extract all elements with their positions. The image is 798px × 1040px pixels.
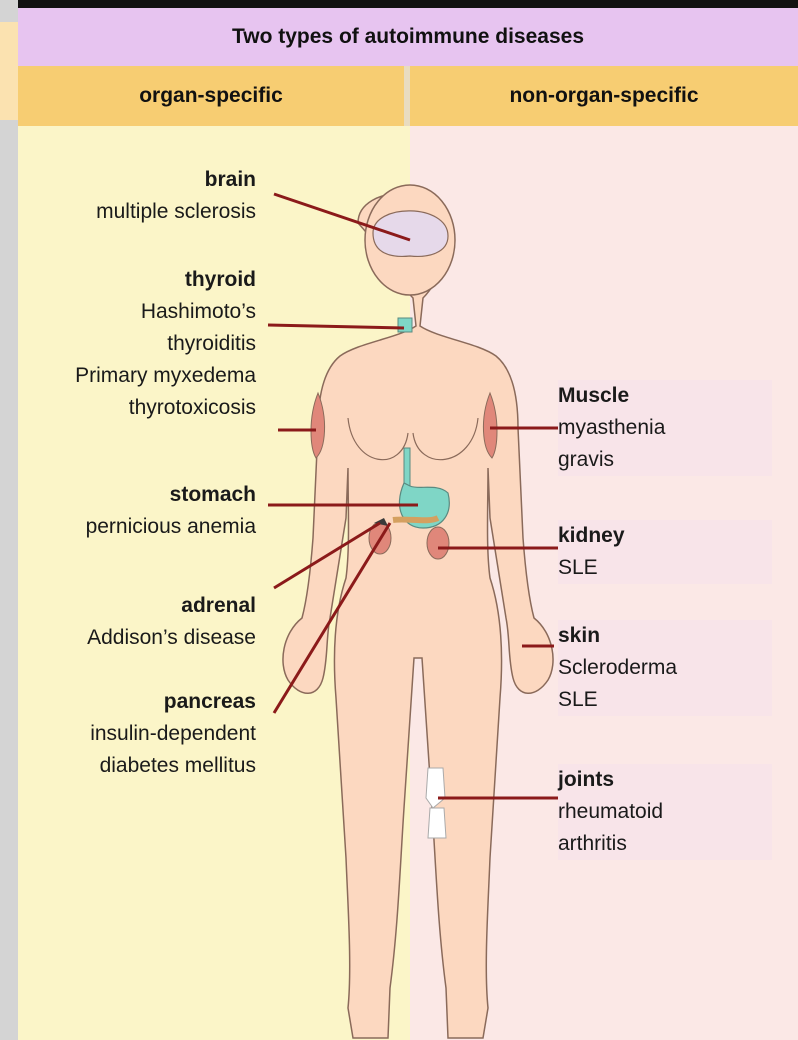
organ-name: pancreas <box>90 686 256 718</box>
thyroid-leader <box>268 325 404 328</box>
organ-name: kidney <box>558 520 772 552</box>
disease-name: pernicious anemia <box>86 511 256 543</box>
label-skin: skin Scleroderma SLE <box>558 620 772 716</box>
disease-name: thyrotoxicosis <box>75 392 256 424</box>
body-silhouette <box>283 193 553 1038</box>
organ-name: stomach <box>86 479 256 511</box>
organ-name: skin <box>558 620 772 652</box>
thyroid-organ <box>398 318 412 332</box>
right-kidney <box>427 527 449 559</box>
disease-name: Scleroderma <box>558 652 772 684</box>
organ-name: joints <box>558 764 772 796</box>
organ-name: brain <box>96 164 256 196</box>
left-margin-tab <box>0 22 18 120</box>
label-pancreas: pancreas insulin-dependent diabetes mell… <box>90 686 256 782</box>
label-stomach: stomach pernicious anemia <box>86 479 256 543</box>
label-muscle: Muscle myasthenia gravis <box>558 380 772 476</box>
pancreas-organ <box>393 518 438 520</box>
organ-name: thyroid <box>75 264 256 296</box>
disease-name: thyroiditis <box>75 328 256 360</box>
disease-name: myasthenia <box>558 412 772 444</box>
disease-name: diabetes mellitus <box>90 750 256 782</box>
organ-name: adrenal <box>87 590 256 622</box>
organ-name: Muscle <box>558 380 772 412</box>
disease-name: rheumatoid <box>558 796 772 828</box>
left-margin-strip <box>0 0 18 1040</box>
brain-organ <box>373 211 448 257</box>
label-joints: joints rheumatoid arthritis <box>558 764 772 860</box>
disease-name: SLE <box>558 684 772 716</box>
label-kidney: kidney SLE <box>558 520 772 584</box>
disease-name: insulin-dependent <box>90 718 256 750</box>
disease-name: Primary myxedema <box>75 360 256 392</box>
label-adrenal: adrenal Addison’s disease <box>87 590 256 654</box>
label-thyroid: thyroid Hashimoto’s thyroiditis Primary … <box>75 264 256 424</box>
disease-name: multiple sclerosis <box>96 196 256 228</box>
disease-name: Addison’s disease <box>87 622 256 654</box>
label-brain: brain multiple sclerosis <box>96 164 256 228</box>
disease-name: gravis <box>558 444 772 476</box>
esophagus <box>404 448 410 488</box>
disease-name: Hashimoto’s <box>75 296 256 328</box>
disease-name: arthritis <box>558 828 772 860</box>
disease-name: SLE <box>558 552 772 584</box>
top-border <box>18 0 798 8</box>
autoimmune-diagram: Two types of autoimmune diseases organ-s… <box>18 8 798 1040</box>
